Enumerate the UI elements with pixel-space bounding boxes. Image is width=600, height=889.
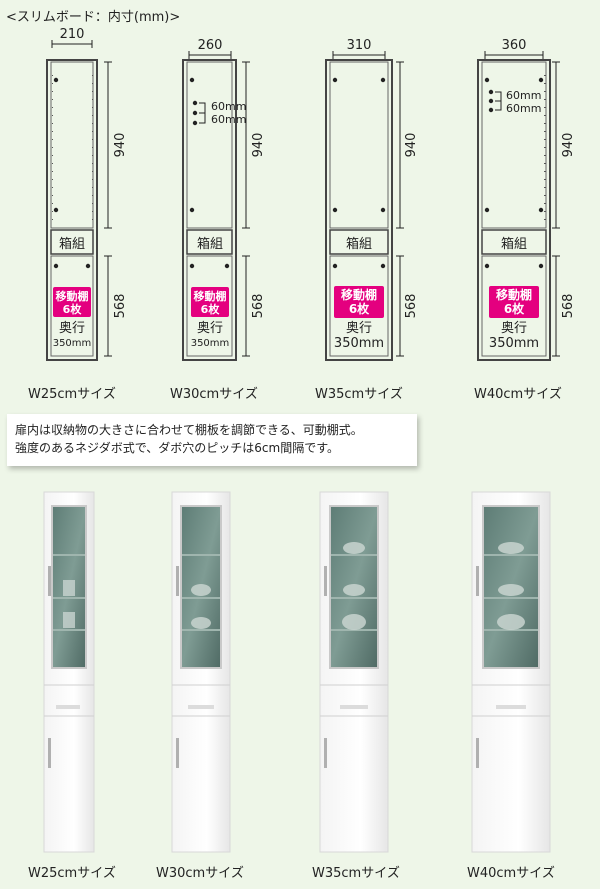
cabinet-photo-w35: [319, 491, 389, 853]
badge-line2-w35: 6枚: [349, 301, 370, 316]
badge-line2-w30: 6枚: [201, 302, 221, 316]
cabinet-photo-w40: [471, 491, 551, 853]
spacing-label-2-w30: 60mm: [211, 113, 246, 126]
depth-label-w40: 奥行: [501, 321, 527, 336]
page-title: <スリムボード：内寸(mm)>: [6, 10, 181, 25]
diagram-size-label-w35: W35cmサイズ: [315, 387, 403, 402]
badge-line2-w40: 6枚: [504, 301, 525, 316]
spacing-label-1-w40: 60mm: [506, 89, 541, 102]
depth-value-w40: 350mm: [489, 336, 539, 351]
note-box: 扉内は収納物の大きさに合わせて棚板を調節できる、可動棚式。 強度のあるネジダボ式…: [7, 414, 417, 466]
width-label-w25: 210: [60, 27, 85, 42]
badge-line1-w40: 移動棚: [496, 287, 532, 302]
photo-size-label-w40: W40cmサイズ: [467, 866, 555, 881]
depth-value-w25: 350mm: [53, 338, 92, 349]
product-photos: [43, 491, 551, 853]
depth-value-w30: 350mm: [191, 338, 230, 349]
depth-label-w35: 奥行: [346, 321, 372, 336]
upper-height-w25: 940: [113, 133, 128, 158]
spacing-label-1-w30: 60mm: [211, 100, 246, 113]
spacing-label-2-w40: 60mm: [506, 102, 541, 115]
photo-size-label-w30: W30cmサイズ: [156, 866, 244, 881]
depth-label-w25: 奥行: [59, 321, 85, 336]
lower-height-w35: 568: [404, 294, 419, 319]
width-label-w40: 360: [502, 38, 527, 53]
badge-line1-w35: 移動棚: [341, 287, 377, 302]
box-label-w30: 箱組: [197, 236, 223, 252]
note-line-2: 強度のあるネジダボ式で、ダボ穴のピッチは6cm間隔です。: [15, 441, 340, 455]
depth-label-w30: 奥行: [197, 321, 223, 336]
photo-size-label-w25: W25cmサイズ: [28, 866, 116, 881]
diagram-size-label-w25: W25cmサイズ: [28, 387, 116, 402]
upper-height-w35: 940: [404, 133, 419, 158]
badge-line1-w30: 移動棚: [194, 289, 227, 303]
badge-line2-w25: 6枚: [63, 302, 83, 316]
width-label-w35: 310: [347, 38, 372, 53]
box-label-w35: 箱組: [346, 236, 372, 252]
depth-value-w35: 350mm: [334, 336, 384, 351]
upper-height-w30: 940: [251, 133, 266, 158]
lower-height-w40: 568: [561, 294, 576, 319]
dimension-diagrams: 210 箱組 移動棚 6枚 奥行 350mm 940 568 260: [46, 27, 576, 361]
diagram-w25: 210 箱組 移動棚 6枚 奥行 350mm 940 568: [46, 27, 128, 361]
box-label-w40: 箱組: [501, 236, 527, 252]
note-line-1: 扉内は収納物の大きさに合わせて棚板を調節できる、可動棚式。: [15, 423, 363, 437]
cabinet-photo-w25: [43, 491, 95, 853]
diagram-size-label-w30: W30cmサイズ: [170, 387, 258, 402]
badge-line1-w25: 移動棚: [56, 289, 89, 303]
diagram-w30: 260 60mm 60mm 箱組 移動棚 6枚 奥行 350mm 940 568: [182, 38, 266, 361]
upper-height-w40: 940: [561, 133, 576, 158]
photo-size-label-w35: W35cmサイズ: [312, 866, 400, 881]
diagram-w40: 360 60mm 60mm 箱組 移動棚 6枚 奥行 350mm 940 568: [477, 38, 576, 361]
diagram-size-label-w40: W40cmサイズ: [474, 387, 562, 402]
lower-height-w30: 568: [251, 294, 266, 319]
box-label-w25: 箱組: [59, 236, 85, 252]
diagram-w35: 310 箱組 移動棚 6枚 奥行 350mm 940 568: [325, 38, 419, 361]
lower-height-w25: 568: [113, 294, 128, 319]
width-label-w30: 260: [198, 38, 223, 53]
cabinet-photo-w30: [171, 491, 231, 853]
